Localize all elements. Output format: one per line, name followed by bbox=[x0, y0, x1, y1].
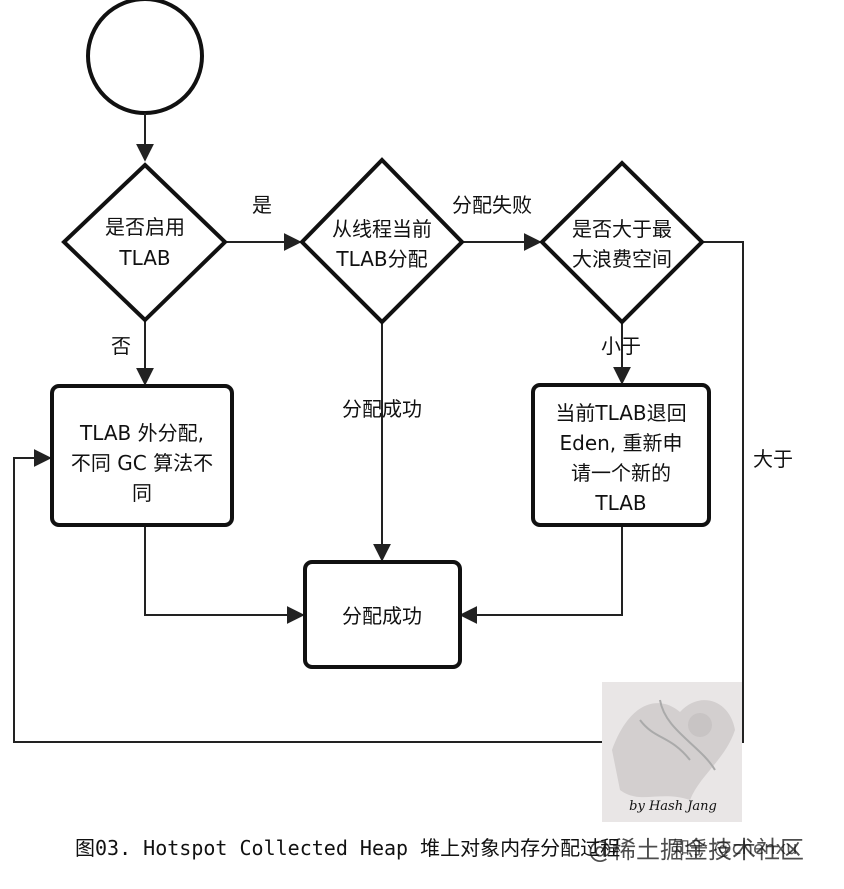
watermark-image: by Hash Jang bbox=[602, 682, 742, 822]
box-outside-tlab bbox=[50, 384, 234, 527]
watermark-site: @稀土掘金技术社区 bbox=[588, 836, 804, 864]
edge-label-no: 否 bbox=[111, 334, 131, 358]
edge-outside-to-success bbox=[144, 525, 305, 624]
label-alloc-tlab-1: 从线程当前 bbox=[332, 217, 432, 241]
box-retire-tlab bbox=[531, 383, 711, 527]
edge-label-fail: 分配失败 bbox=[452, 193, 532, 217]
start-node bbox=[86, 0, 204, 115]
label-outside-tlab-3: 同 bbox=[132, 481, 152, 505]
edge-retire-to-success bbox=[459, 525, 623, 624]
edge-waste-larger-loop bbox=[13, 241, 744, 743]
label-retire-tlab-3: 请一个新的 bbox=[571, 461, 671, 485]
watermark-signature: by Hash Jang bbox=[629, 799, 717, 814]
label-retire-tlab-4: TLAB bbox=[594, 491, 646, 515]
label-outside-tlab-2: 不同 GC 算法不 bbox=[71, 451, 213, 475]
edge-label-yes: 是 bbox=[252, 193, 272, 217]
decision-check-tlab bbox=[61, 162, 228, 323]
edge-label-smaller: 小于 bbox=[601, 334, 641, 358]
label-check-waste-2: 大浪费空间 bbox=[572, 247, 672, 271]
box-success bbox=[303, 560, 462, 669]
label-check-tlab-1: 是否启用 bbox=[105, 215, 185, 239]
label-success: 分配成功 bbox=[342, 604, 422, 628]
decision-check-waste bbox=[539, 160, 705, 325]
label-retire-tlab-2: Eden, 重新申 bbox=[559, 431, 682, 455]
label-alloc-tlab-2: TLAB分配 bbox=[335, 247, 427, 271]
edge-label-success: 分配成功 bbox=[342, 397, 422, 421]
edge-label-larger: 大于 bbox=[753, 447, 793, 471]
figure-caption: 图03. Hotspot Collected Heap 堆上对象内存分配过程 bbox=[75, 836, 620, 860]
label-check-tlab-2: TLAB bbox=[118, 246, 170, 270]
label-check-waste-1: 是否大于最 bbox=[572, 217, 672, 241]
connectors bbox=[13, 113, 744, 743]
watermark-overlay: 知乎 @chenxu bbox=[672, 838, 798, 859]
label-retire-tlab-1: 当前TLAB退回 bbox=[555, 401, 686, 425]
decision-alloc-tlab bbox=[299, 157, 465, 325]
label-outside-tlab-1: TLAB 外分配, bbox=[79, 421, 204, 445]
